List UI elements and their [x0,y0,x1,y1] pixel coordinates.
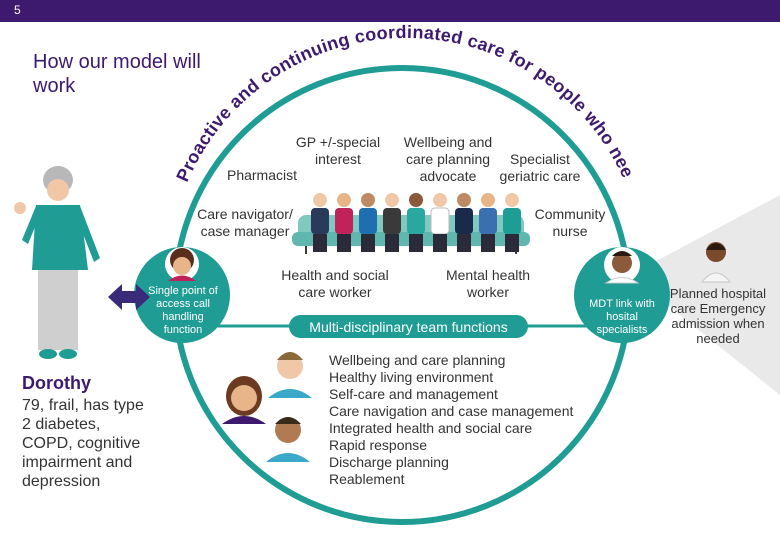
dorothy-figure-icon [14,166,100,359]
hospital-beam [630,195,780,395]
patient-description: 79, frail, has type 2 diabetes, COPD, co… [22,397,144,490]
doctor-avatar-icon [604,247,640,284]
patient-name: Dorothy [22,373,91,393]
team-member-figure [311,193,329,252]
team-member-figure [503,193,521,252]
role-mental-health: Mental health worker [445,267,531,300]
team-member-figure [430,193,450,252]
mdt-functions-bar: Multi-disciplinary team functions [289,315,528,338]
double-arrow-icon [108,284,150,310]
function-item: Integrated health and social care [329,420,533,436]
function-item: Discharge planning [329,454,449,470]
team-member-figure [455,193,473,252]
team-member-figure [407,193,425,252]
function-item: Healthy living environment [329,369,494,385]
role-community-nurse: Community nurse [534,206,606,239]
function-item: Wellbeing and care planning [329,352,506,368]
function-item: Rapid response [329,437,428,453]
role-care-navigator: Care navigator/ case manager [197,206,293,239]
mdt-link-node [574,247,670,343]
single-point-label: Single point of access call handling fun… [148,285,218,336]
page-number: 5 [14,3,21,17]
role-pharmacist: Pharmacist [226,167,298,183]
mdt-functions-title: Multi-disciplinary team functions [309,319,508,335]
function-item: Self-care and management [329,386,498,402]
team-members [311,193,521,252]
page-title: How our model will work [33,51,201,97]
single-point-node [134,247,230,343]
male-worker-avatar-icon [266,417,310,462]
team-member-figure [335,193,353,252]
role-specialist-geriatric: Specialist geriatric care [499,151,581,184]
header-bar: 5 [0,0,780,22]
function-item: Reablement [329,471,405,487]
role-gp: GP +/-special interest [295,134,381,167]
call-handler-avatar-icon [165,247,199,281]
role-health-social: Health and social care worker [281,267,389,300]
hospital-staff-avatar-icon [700,242,732,283]
role-wellbeing-advocate: Wellbeing and care planning advocate [403,134,493,184]
team-member-figure [479,193,497,252]
mdt-link-label: MDT link with hosital specialists [589,298,655,336]
team-member-figure [359,193,377,252]
female-staff-avatar-icon [222,376,266,424]
team-member-figure [383,193,401,252]
male-staff-avatar-icon [268,352,312,398]
planned-care-label: Planned hospital care Emergency admissio… [669,286,767,346]
function-item: Care navigation and case management [329,403,574,419]
